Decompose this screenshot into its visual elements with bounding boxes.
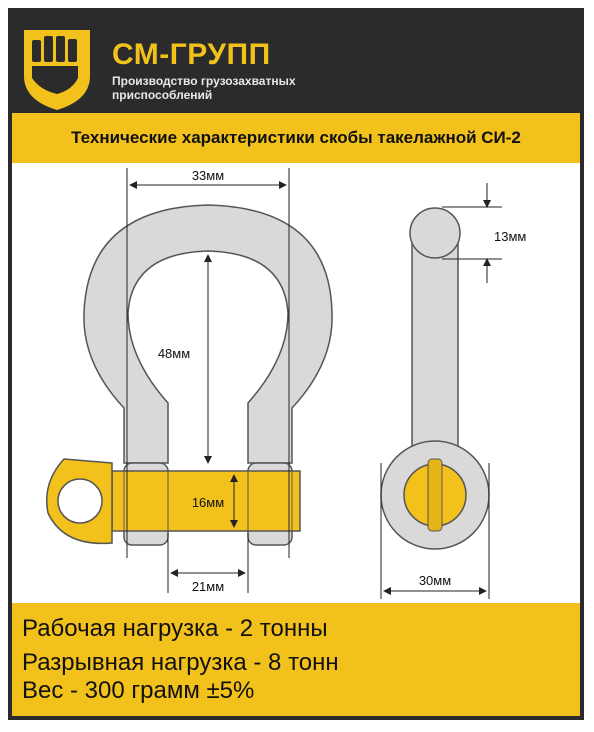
- spec-working-load: Рабочая нагрузка - 2 тонны: [22, 615, 328, 642]
- front-dimensions: [126, 168, 290, 593]
- shackle-front-view: [46, 204, 333, 546]
- shackle-side-view: [380, 207, 490, 550]
- dim-height-inner: 48мм: [158, 346, 190, 361]
- spec-weight: Вес - 300 грамм ±5%: [22, 677, 255, 704]
- side-dimensions: [380, 183, 502, 599]
- dim-width-inner: 33мм: [192, 168, 224, 183]
- dim-pin-diameter: 16мм: [192, 495, 224, 510]
- brand-tagline: Производство грузозахватных приспособлен…: [112, 74, 342, 102]
- tagline-line-1: Производство грузозахватных: [112, 74, 296, 88]
- dim-jaw-width: 21мм: [192, 579, 224, 594]
- dim-eye-width: 30мм: [419, 573, 451, 588]
- shackle-diagram: 33мм 48мм 16мм 21мм 13мм 30мм: [46, 168, 526, 599]
- brand-name: СМ-ГРУПП: [112, 38, 271, 71]
- title-bar: Технические характеристики скобы такелаж…: [12, 113, 580, 163]
- specs-panel: Рабочая нагрузка - 2 тонны Разрывная наг…: [12, 603, 580, 716]
- tagline-line-2: приспособлений: [112, 88, 213, 102]
- page-title: Технические характеристики скобы такелаж…: [71, 128, 521, 147]
- spec-breaking-load: Разрывная нагрузка - 8 тонн: [22, 649, 339, 676]
- header: СМ-ГРУПП Производство грузозахватных при…: [8, 8, 584, 113]
- technical-drawing: 33мм 48мм 16мм 21мм 13мм 30мм: [12, 163, 580, 603]
- dim-side-pin-height: 13мм: [494, 229, 526, 244]
- fist-shield-icon: [24, 30, 90, 110]
